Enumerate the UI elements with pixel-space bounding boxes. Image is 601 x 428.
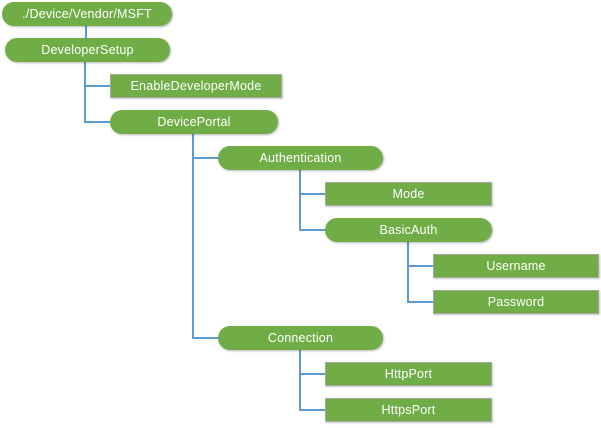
connector-authentication-to-mode [299,169,326,195]
tree-node-mode[interactable]: Mode [325,182,492,206]
tree-node-label: ./Device/Vendor/MSFT [22,6,152,21]
connector-line [299,349,326,375]
tree-node-label: HttpsPort [381,402,436,417]
tree-node-label: DevicePortal [157,114,231,129]
tree-node-label: Password [487,294,545,309]
tree-node-connection[interactable]: Connection [218,326,383,350]
connector-deviceportal-to-connection [192,133,219,339]
connector-line [192,133,219,159]
connector-authentication-to-basicauth [299,169,326,231]
tree-node-enabledevelopermode[interactable]: EnableDeveloperMode [110,74,282,98]
tree-node-deviceportal[interactable]: DevicePortal [110,110,278,134]
connector-basicauth-to-password [407,241,434,303]
tree-node-label: Authentication [259,150,342,165]
tree-node-label: HttpPort [384,366,433,381]
tree-node-label: Username [486,258,546,273]
connector-line [299,169,326,195]
tree-node-label: EnableDeveloperMode [130,78,262,93]
connector-line [407,241,434,303]
tree-node-developersetup[interactable]: DeveloperSetup [5,38,170,62]
tree-node-username[interactable]: Username [433,254,599,278]
tree-node-basicauth[interactable]: BasicAuth [325,218,492,242]
tree-node-label: BasicAuth [379,222,438,237]
connector-line [192,133,219,339]
tree-node-root[interactable]: ./Device/Vendor/MSFT [2,2,172,26]
tree-node-label: Connection [267,330,334,345]
tree-node-label: DeveloperSetup [41,42,134,57]
connector-line [84,61,111,123]
connector-connection-to-httpport [299,349,326,375]
connector-connection-to-httpsport [299,349,326,411]
connector-deviceportal-to-authentication [192,133,219,159]
tree-node-httpsport[interactable]: HttpsPort [325,398,492,422]
tree-node-authentication[interactable]: Authentication [218,146,383,170]
connector-line [299,169,326,231]
connector-basicauth-to-username [407,241,434,267]
connector-line [407,241,434,267]
connector-developersetup-to-deviceportal [84,61,111,123]
tree-node-password[interactable]: Password [433,290,599,314]
connector-developersetup-to-enabledevelopermode [84,61,111,87]
connector-line [299,349,326,411]
tree-node-label: Mode [392,186,425,201]
tree-node-httpport[interactable]: HttpPort [325,362,492,386]
connector-line [84,61,111,87]
